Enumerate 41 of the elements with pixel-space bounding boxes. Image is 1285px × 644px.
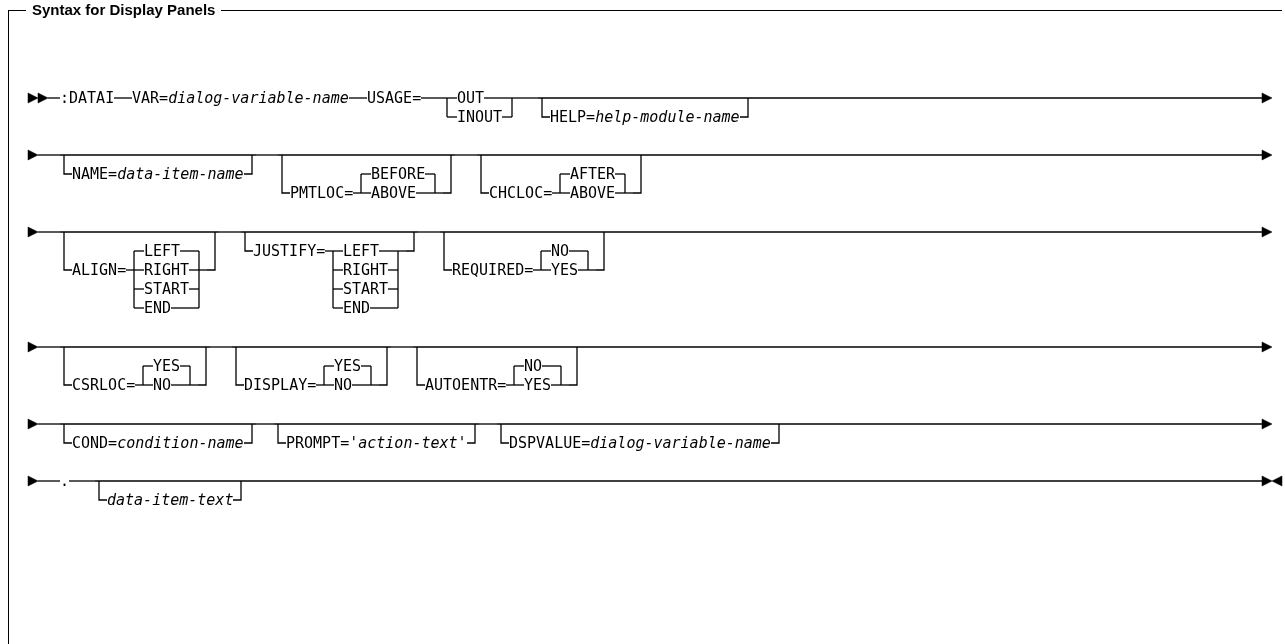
- syntax-token: YES: [334, 357, 362, 375]
- syntax-token: ABOVE: [570, 184, 616, 202]
- syntax-token: INOUT: [457, 108, 503, 126]
- syntax-token: PROMPT='action-text': [286, 434, 467, 452]
- syntax-token: NO: [334, 376, 353, 394]
- syntax-token: data-item-text: [107, 491, 234, 509]
- syntax-token: RIGHT: [144, 261, 190, 279]
- syntax-token: :DATAI: [60, 89, 115, 107]
- syntax-token: REQUIRED=: [452, 261, 534, 279]
- syntax-token: NO: [551, 242, 570, 260]
- syntax-token: END: [144, 299, 172, 317]
- syntax-token: LEFT: [343, 242, 380, 260]
- syntax-token: CHCLOC=: [489, 184, 553, 202]
- syntax-token: USAGE=: [367, 89, 422, 107]
- syntax-token: DSPVALUE=dialog-variable-name: [509, 434, 771, 452]
- syntax-token: OUT: [457, 89, 485, 107]
- syntax-token: PMTLOC=: [290, 184, 354, 202]
- syntax-token: ABOVE: [371, 184, 417, 202]
- syntax-token: AUTOENTR=: [425, 376, 507, 394]
- syntax-token: AFTER: [570, 165, 616, 183]
- syntax-token: HELP=help-module-name: [550, 108, 740, 126]
- syntax-token: NO: [153, 376, 172, 394]
- syntax-token: COND=condition-name: [72, 434, 244, 452]
- syntax-token: VAR=dialog-variable-name: [132, 89, 349, 107]
- syntax-token: START: [144, 280, 190, 298]
- syntax-token: RIGHT: [343, 261, 389, 279]
- syntax-token: END: [343, 299, 371, 317]
- syntax-token: NO: [524, 357, 543, 375]
- syntax-token: .: [60, 472, 70, 490]
- syntax-token: YES: [153, 357, 181, 375]
- syntax-token: NAME=data-item-name: [72, 165, 244, 183]
- diagram-title: Syntax for Display Panels: [26, 1, 222, 19]
- syntax-token: CSRLOC=: [72, 376, 136, 394]
- syntax-token: DISPLAY=: [244, 376, 317, 394]
- syntax-token: YES: [524, 376, 552, 394]
- syntax-token: BEFORE: [371, 165, 426, 183]
- syntax-token: START: [343, 280, 389, 298]
- syntax-token: ALIGN=: [72, 261, 127, 279]
- syntax-token: JUSTIFY=: [253, 242, 326, 260]
- syntax-token: LEFT: [144, 242, 181, 260]
- syntax-token: YES: [551, 261, 579, 279]
